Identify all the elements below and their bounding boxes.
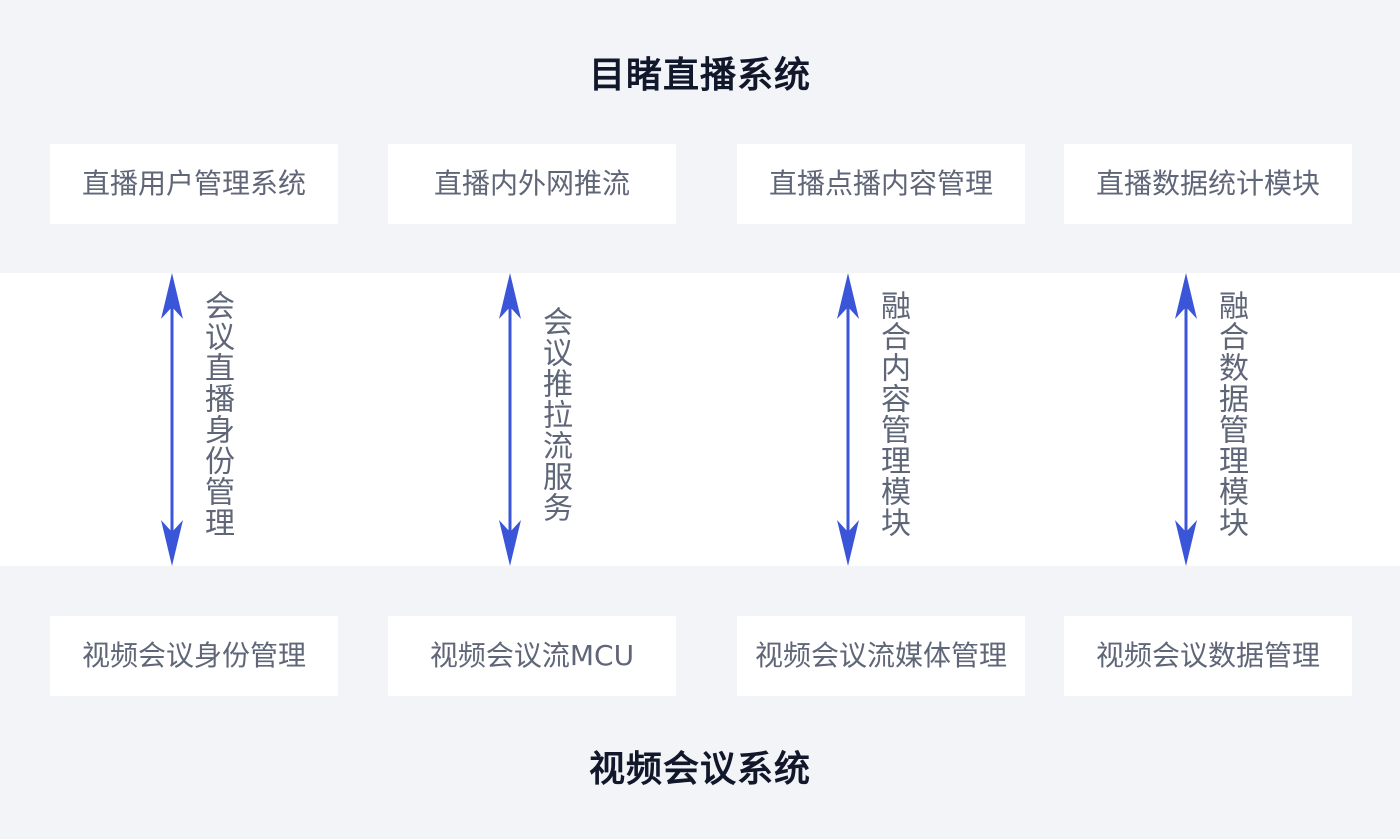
bottom-system-title: 视频会议系统 bbox=[588, 749, 811, 790]
top-module-data-statistics: 直播数据统计模块 bbox=[1064, 144, 1352, 224]
double-arrow-1 bbox=[161, 273, 183, 566]
top-system-band bbox=[0, 0, 1400, 273]
top-module-vod-content: 直播点播内容管理 bbox=[737, 144, 1025, 224]
double-arrow-4 bbox=[1175, 273, 1197, 566]
connection-band bbox=[0, 273, 1400, 566]
double-arrow-2 bbox=[499, 273, 521, 566]
top-module-stream-push: 直播内外网推流 bbox=[388, 144, 676, 224]
bottom-module-identity-management: 视频会议身份管理 bbox=[50, 616, 338, 696]
link-label-stream-service: 会议推拉流服务 bbox=[537, 306, 572, 523]
link-label-identity: 会议直播身份管理 bbox=[199, 290, 234, 538]
double-arrow-3 bbox=[837, 273, 859, 566]
link-label-content-management: 融合内容管理模块 bbox=[875, 290, 910, 538]
bottom-module-media-management: 视频会议流媒体管理 bbox=[737, 616, 1025, 696]
top-module-user-management: 直播用户管理系统 bbox=[50, 144, 338, 224]
link-label-data-management: 融合数据管理模块 bbox=[1213, 290, 1248, 538]
bottom-module-mcu: 视频会议流MCU bbox=[388, 616, 676, 696]
bottom-system-band bbox=[0, 566, 1400, 839]
bottom-module-data-management: 视频会议数据管理 bbox=[1064, 616, 1352, 696]
top-system-title: 目睹直播系统 bbox=[588, 55, 811, 96]
